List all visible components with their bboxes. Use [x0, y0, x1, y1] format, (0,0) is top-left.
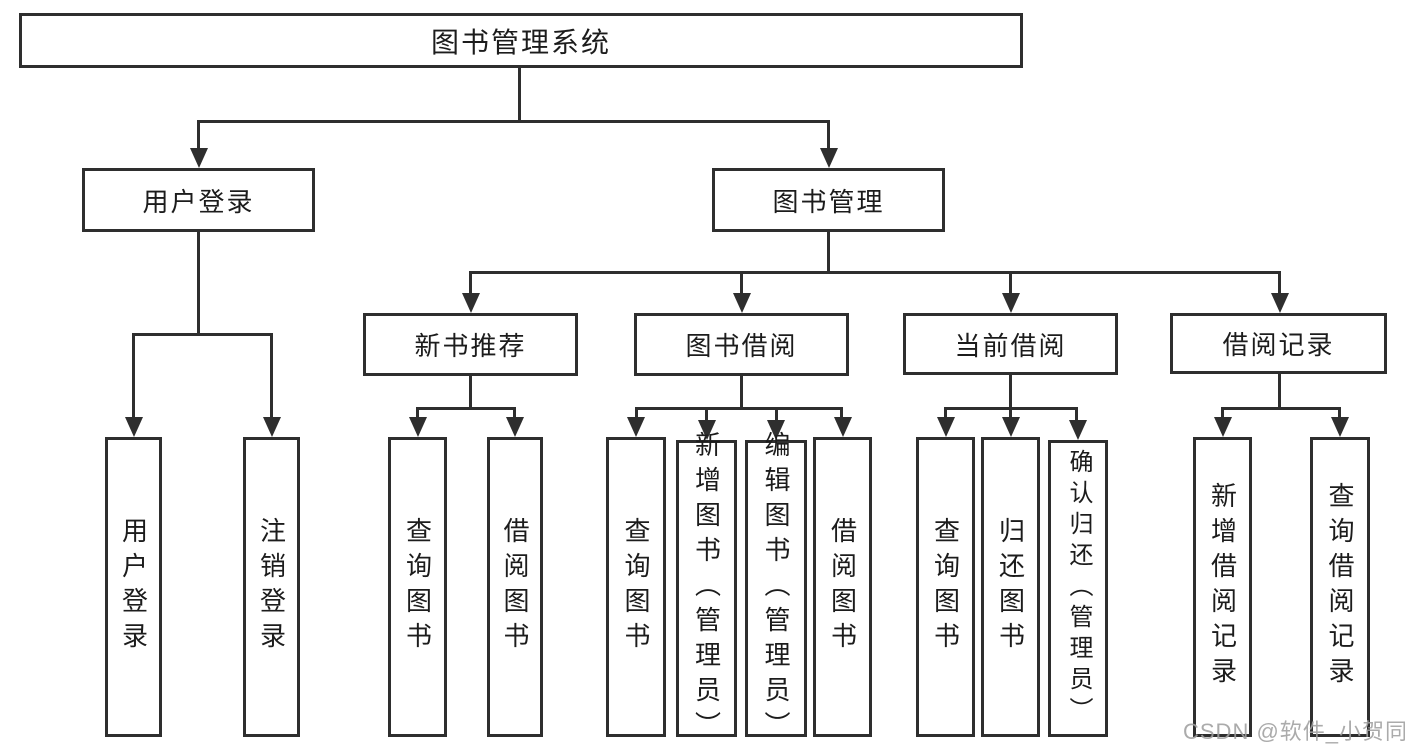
connector-drop-mgmt	[827, 120, 830, 151]
connector-mgmt-bar	[469, 271, 1281, 274]
leaf-borrow-edit-admin-label: 编辑图书（管理员）	[761, 431, 791, 746]
leaf-confirm-return-admin: 确认归还（管理员）	[1048, 440, 1108, 737]
connector-borrow-stem	[740, 376, 743, 410]
leaf-logout: 注销登录	[243, 437, 300, 737]
leaf-newbook-query-label: 查询图书	[402, 517, 433, 657]
connector-newbook-stem	[469, 376, 472, 410]
arrow-to-current-return	[1002, 417, 1020, 437]
connector-mgmt-drop1	[469, 271, 472, 295]
leaf-borrow-book: 借阅图书	[813, 437, 872, 737]
connector-newbook-drop2	[513, 407, 516, 419]
arrow-to-records-add	[1214, 417, 1232, 437]
arrow-to-user-login	[190, 148, 208, 168]
node-book-borrow: 图书借阅	[634, 313, 849, 376]
arrow-to-borrow-book	[834, 417, 852, 437]
leaf-current-return: 归还图书	[981, 437, 1040, 737]
leaf-logout-label: 注销登录	[256, 517, 287, 657]
arrow-to-new-book	[462, 293, 480, 313]
leaf-newbook-borrow-label: 借阅图书	[500, 517, 530, 657]
node-user-login-label: 用户登录	[142, 186, 255, 217]
leaf-borrow-edit-admin: 编辑图书（管理员）	[745, 431, 807, 746]
node-borrow-records-label: 借阅记录	[1222, 330, 1335, 360]
arrow-to-leaf-user-login	[125, 417, 143, 437]
arrow-to-current-query	[937, 417, 955, 437]
arrow-to-newbook-query	[409, 417, 427, 437]
connector-current-drop1	[944, 407, 947, 419]
arrow-to-confirm-return	[1069, 420, 1087, 440]
leaf-confirm-return-admin-label: 确认归还（管理员）	[1065, 449, 1092, 728]
leaf-current-query: 查询图书	[916, 437, 975, 737]
leaf-newbook-borrow: 借阅图书	[487, 437, 543, 737]
leaf-borrow-add-admin-label: 新增图书（管理员）	[691, 431, 722, 746]
node-current-borrow-label: 当前借阅	[954, 330, 1067, 361]
leaf-records-query-label: 查询借阅记录	[1325, 482, 1355, 692]
connector-login-stem	[197, 232, 200, 336]
leaf-newbook-query: 查询图书	[388, 437, 447, 737]
connector-mgmt-stem	[827, 232, 830, 273]
leaf-user-login: 用户登录	[105, 437, 162, 737]
connector-records-drop2	[1338, 407, 1341, 419]
connector-borrow-drop1	[635, 407, 638, 419]
node-user-login: 用户登录	[82, 168, 315, 232]
arrow-to-borrow-edit	[767, 420, 785, 440]
leaf-current-query-label: 查询图书	[930, 517, 961, 657]
node-borrow-records: 借阅记录	[1170, 313, 1387, 374]
leaf-records-add-label: 新增借阅记录	[1207, 482, 1238, 692]
leaf-user-login-label: 用户登录	[118, 517, 149, 657]
node-book-mgmt-label: 图书管理	[772, 186, 885, 217]
connector-borrow-drop3	[775, 407, 778, 422]
node-current-borrow: 当前借阅	[903, 313, 1118, 375]
leaf-records-query: 查询借阅记录	[1310, 437, 1370, 737]
connector-login-drop2	[270, 333, 273, 418]
connector-login-bar	[132, 333, 273, 336]
connector-current-stem	[1009, 374, 1012, 410]
node-root-system: 图书管理系统	[19, 13, 1023, 68]
arrow-to-leaf-logout	[263, 417, 281, 437]
connector-newbook-bar	[416, 407, 516, 410]
connector-drop-login	[197, 120, 200, 151]
connector-mgmt-drop2	[740, 271, 743, 295]
node-book-mgmt: 图书管理	[712, 168, 945, 232]
connector-login-drop1	[132, 333, 135, 418]
arrow-to-borrow-add	[698, 420, 716, 440]
leaf-records-add: 新增借阅记录	[1193, 437, 1252, 737]
arrow-to-records-query	[1331, 417, 1349, 437]
connector-records-stem	[1278, 374, 1281, 410]
node-root-label: 图书管理系统	[430, 26, 611, 58]
connector-records-drop1	[1221, 407, 1224, 419]
connector-records-bar	[1221, 407, 1341, 410]
arrow-to-book-borrow	[733, 293, 751, 313]
arrow-to-newbook-borrow	[506, 417, 524, 437]
node-new-book: 新书推荐	[363, 313, 578, 376]
leaf-borrow-add-admin: 新增图书（管理员）	[676, 431, 737, 746]
arrow-to-current-borrow	[1002, 293, 1020, 313]
connector-borrow-drop2	[705, 407, 708, 422]
connector-mgmt-drop3	[1009, 271, 1012, 295]
connector-mgmt-drop4	[1278, 271, 1281, 295]
leaf-borrow-query: 查询图书	[606, 437, 666, 737]
connector-current-drop2	[1009, 407, 1012, 419]
connector-borrow-drop4	[840, 407, 843, 419]
leaf-borrow-query-label: 查询图书	[621, 517, 651, 657]
connector-root-stem	[518, 68, 521, 121]
leaf-current-return-label: 归还图书	[995, 517, 1026, 657]
leaf-borrow-book-label: 借阅图书	[827, 517, 858, 657]
connector-root-bar	[197, 120, 830, 123]
arrow-to-borrow-query	[627, 417, 645, 437]
arrow-to-borrow-records	[1271, 293, 1289, 313]
node-book-borrow-label: 图书借阅	[685, 331, 798, 361]
csdn-watermark: CSDN @软件_小贺同学	[1183, 719, 1405, 744]
arrow-to-book-mgmt	[820, 148, 838, 168]
node-new-book-label: 新书推荐	[414, 331, 527, 361]
connector-newbook-drop1	[416, 407, 419, 419]
connector-current-drop3	[1075, 407, 1078, 422]
connector-borrow-bar	[635, 407, 843, 410]
